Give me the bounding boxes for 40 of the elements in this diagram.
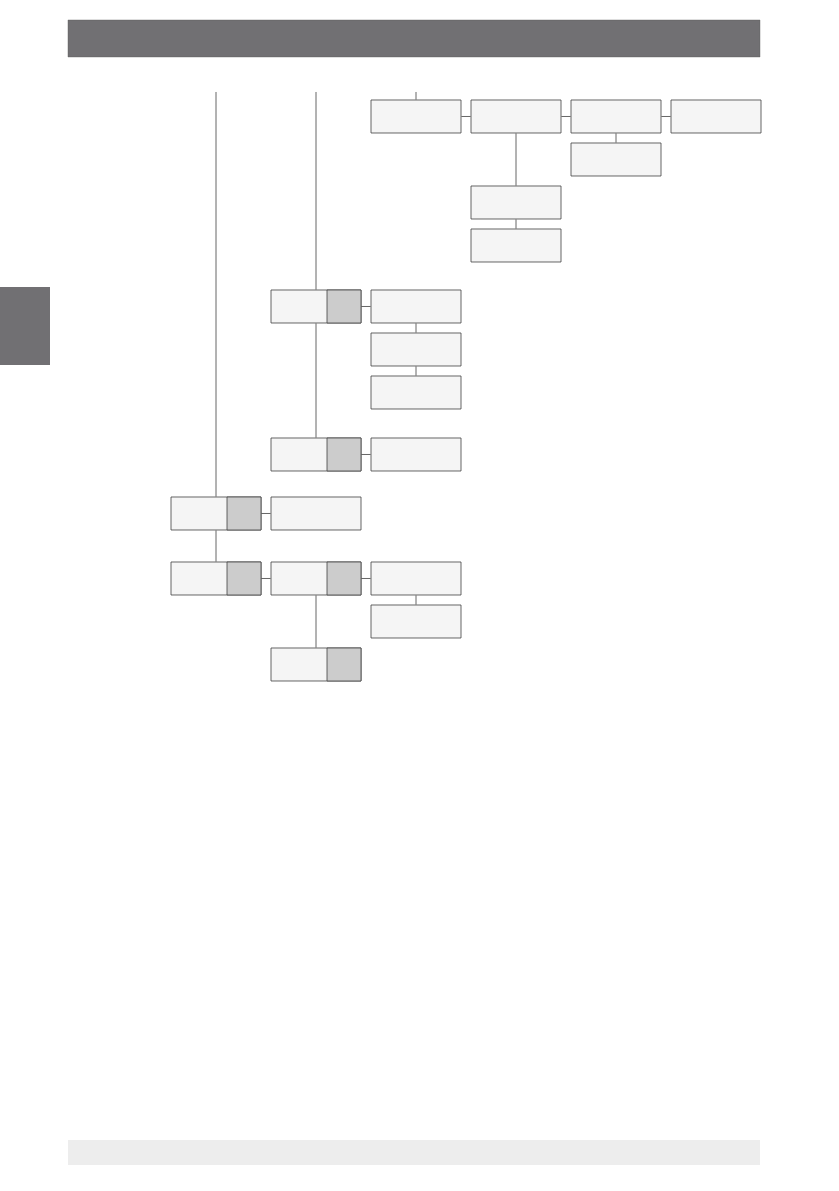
- connector-line: [361, 454, 371, 455]
- menu-box: [270, 289, 362, 324]
- menu-box: [270, 561, 362, 596]
- menu-box: [370, 604, 462, 639]
- menu-box: [270, 647, 362, 682]
- menu-box: [270, 496, 362, 531]
- connector-line: [315, 91, 317, 290]
- menu-box: [370, 561, 462, 596]
- menu-box: [370, 375, 462, 410]
- menu-box: [670, 99, 762, 134]
- menu-box: [170, 496, 262, 531]
- connector-line: [215, 530, 217, 562]
- connector-line: [315, 323, 317, 438]
- connector-line: [215, 91, 217, 497]
- connector-line: [615, 133, 617, 143]
- connector-line: [515, 133, 517, 186]
- menu-box: [370, 332, 462, 367]
- connector-line: [361, 306, 371, 307]
- menu-box: [570, 99, 662, 134]
- connector-line: [261, 578, 271, 579]
- menu-box: [270, 437, 362, 472]
- menu-box: [370, 289, 462, 324]
- menu-box: [470, 185, 562, 220]
- menu-box: [470, 99, 562, 134]
- connector-line: [361, 578, 371, 579]
- connector-line: [415, 91, 417, 100]
- menu-box: [170, 561, 262, 596]
- connector-line: [461, 116, 471, 117]
- menu-box: [470, 228, 562, 263]
- connector-line: [661, 116, 671, 117]
- connector-line: [515, 219, 517, 229]
- menu-box: [370, 437, 462, 472]
- connector-line: [261, 513, 271, 514]
- connector-line: [415, 595, 417, 605]
- connector-line: [415, 366, 417, 376]
- connector-line: [415, 323, 417, 333]
- connector-line: [315, 595, 317, 648]
- menu-box: [570, 142, 662, 177]
- menu-box: [370, 99, 462, 134]
- connector-line: [561, 116, 571, 117]
